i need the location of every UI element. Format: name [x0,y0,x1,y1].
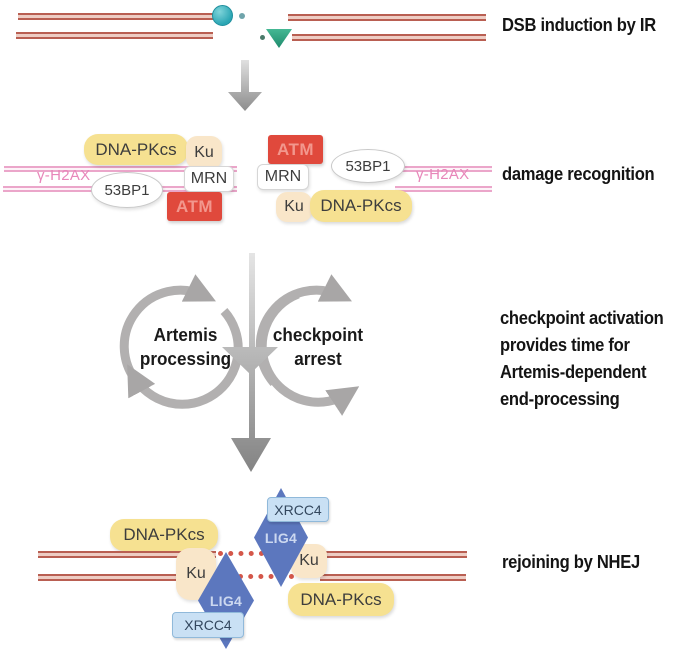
mrn-left: MRN [184,166,234,192]
xrcc4-bottom-left: XRCC4 [172,612,244,638]
ku-left: Ku [186,136,222,169]
53bp1-left: 53BP1 [91,172,163,208]
phospho-strand-top-right [395,166,492,172]
dna-strand-top-right [288,14,486,21]
break-dot-icon [260,35,265,40]
ku-right: Ku [276,192,312,222]
dna-pkcs-bottom-left: DNA-PKcs [110,519,218,551]
nhej-strand-top-left [38,551,216,558]
checkpoint-arrest-text: checkpoint arrest [272,325,364,369]
dna-pkcs-left: DNA-PKcs [84,134,188,165]
xrcc4-bottom-right: XRCC4 [267,497,329,522]
artemis-processing-text: Artemis processing [139,325,232,369]
gamma-h2ax-label-right: γ-H2AX [416,166,470,183]
atm-right: ATM [268,135,323,164]
dna-strand-bottom-right [292,34,486,41]
dna-strand-bottom-left [16,32,213,39]
ir-fragment-dot-icon [239,13,245,19]
phospho-strand-bottom-right [395,186,492,192]
gap-dotted-line-top [218,551,264,556]
step1-label: DSB induction by IR [502,15,656,35]
dna-pkcs-right: DNA-PKcs [310,190,412,222]
step2-label: damage recognition [502,164,655,184]
mrn-right: MRN [257,164,309,190]
lig4-label: LIG4 [264,529,298,546]
atm-left: ATM [167,192,222,221]
phospho-strand-top-left [4,166,237,172]
ir-particle-icon [212,5,233,26]
step4-label: rejoining by NHEJ [502,552,640,572]
lig4-label: LIG4 [209,592,243,609]
ir-particle-triangle-icon [266,29,292,48]
dna-strand-top-left [18,13,214,20]
arrow-central-lower [231,368,271,472]
arrow-dsb-to-recognition [228,60,262,111]
dna-pkcs-bottom-right: DNA-PKcs [288,583,394,616]
nhej-strand-bottom-left [38,574,186,581]
step3-label: checkpoint activation provides time for … [500,308,664,409]
nhej-strand-bottom-right [320,574,466,581]
gap-dotted-line-bottom [238,574,294,579]
53bp1-right: 53BP1 [331,149,405,183]
nhej-strand-top-right [322,551,467,558]
gamma-h2ax-label-left: γ-H2AX [37,167,91,184]
